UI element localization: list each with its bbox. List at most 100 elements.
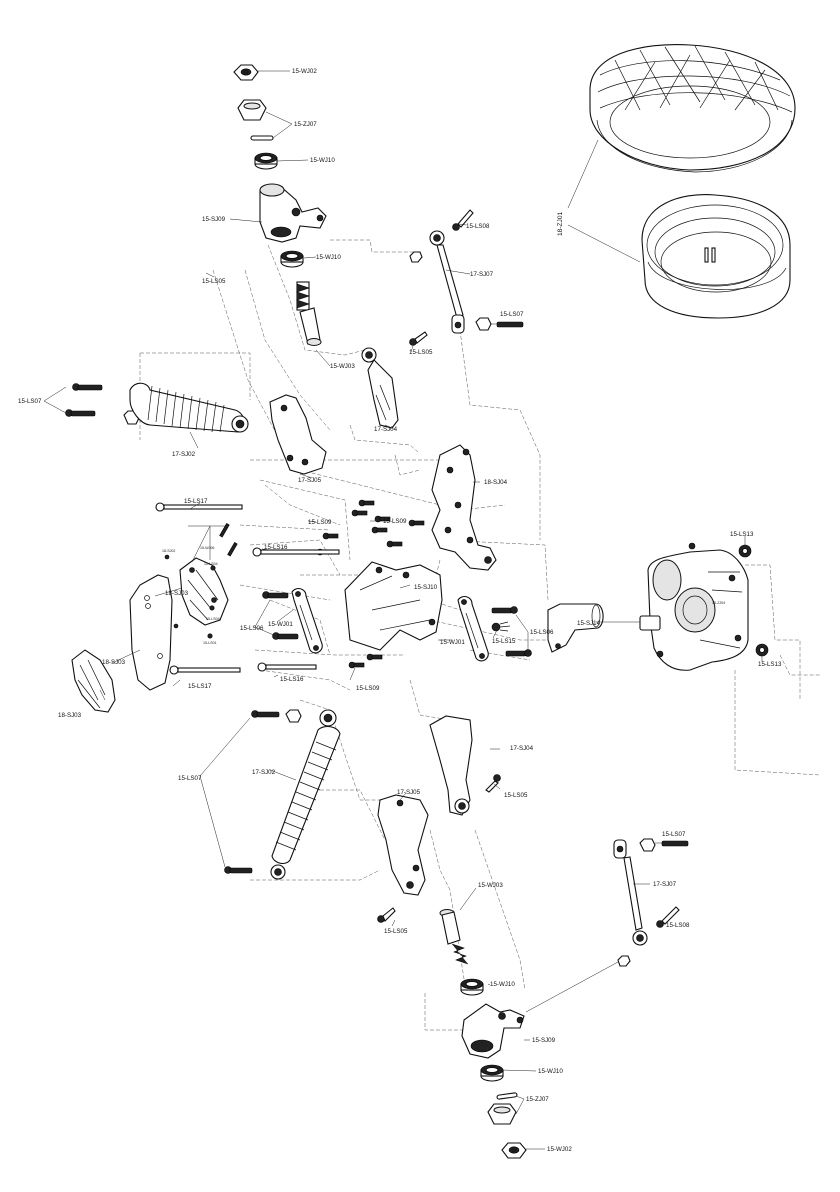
label-15ls15: 15-LS15 [492, 638, 516, 645]
label-15wj02-bottom: 15-WJ02 [547, 1146, 572, 1153]
label-18sj03-bottom: 18-SJ03 [58, 712, 82, 719]
ls07-top-parts [475, 317, 524, 331]
label-15ls07-lower-left: 15-LS07 [178, 775, 202, 782]
top-screw-ls08 [452, 209, 474, 231]
label-15zj07-top: 15-ZJ07 [294, 121, 317, 128]
zj01-leader-b [567, 224, 641, 263]
top-nut-near-turnbuckle [409, 251, 423, 263]
ls08-bottom-screw [656, 906, 680, 928]
ls05-lower-right-screw [485, 774, 501, 793]
ls06-left-screws [262, 591, 299, 640]
bumper-18sj03 [71, 649, 116, 713]
lower-knuckle-hub [461, 1003, 525, 1059]
upper-shock-17sj02 [129, 382, 249, 433]
leader-lines [43, 70, 763, 1150]
lower-pin [496, 1092, 518, 1100]
inner-bracket-18sj03 [179, 557, 229, 626]
label-15wj10-bottom2: 15-WJ10 [538, 1068, 563, 1075]
tire [589, 44, 796, 173]
lower-arm-17sj04 [429, 715, 473, 816]
long-pin-ls17-top [155, 502, 243, 512]
label-small-1: 15-LS04 [204, 562, 218, 566]
label-15ls05-bottom: 15-LS05 [384, 928, 408, 935]
label-15wj01-left: 15-WJ01 [268, 621, 293, 628]
zj01-leader-a [567, 139, 599, 209]
label-15wj03-bottom: 15-WJ03 [478, 882, 503, 889]
label-15sj09-top: 15-SJ09 [202, 216, 226, 223]
label-15ls13-bottom: 15-LS13 [758, 661, 782, 668]
label-18zj01: 18-ZJ01 [557, 211, 564, 236]
label-15ls06-right: 15-LS06 [530, 629, 554, 636]
long-pin-ls16-top [252, 547, 340, 557]
label-15ls05-bottom-right: 15-LS05 [504, 792, 528, 799]
label-15sj09-bottom: 15-SJ09 [532, 1037, 556, 1044]
ls07-bottom-right-parts [639, 838, 689, 852]
label-17sj07-top: 17-SJ07 [470, 271, 494, 278]
label-15ls16-bottom: 15-LS16 [280, 676, 304, 683]
long-pin-ls16-bottom [257, 662, 317, 672]
top-hex-adapter [237, 99, 267, 121]
label-17sj04-bottom: 17-SJ04 [510, 745, 534, 752]
turnbuckle-top [429, 230, 465, 334]
top-knuckle-hub [259, 183, 327, 243]
top-lower-bearing [280, 250, 304, 268]
label-15ls07-top: 15-LS07 [500, 311, 524, 318]
label-15ls05-left: 15-LS05 [202, 278, 226, 285]
label-18sj02-small: 18-SJ02 [162, 549, 175, 553]
label-18sj03-lower: 18-SJ03 [102, 659, 126, 666]
label-small-3: 15-LS01 [203, 641, 217, 645]
label-15ls09-bottom: 15-LS09 [356, 685, 380, 692]
tower-18sj04 [431, 444, 497, 571]
label-15zj07-bottom: 15-ZJ07 [526, 1096, 549, 1103]
label-15wj10-top2: 15-WJ10 [316, 254, 341, 261]
lower-axle-spring [439, 909, 469, 965]
label-17sj02-bottom: 17-SJ02 [252, 769, 276, 776]
upper-mount-17sj05 [269, 394, 327, 475]
ls13-top-nut [738, 544, 752, 558]
label-17sj02-top: 17-SJ02 [172, 451, 196, 458]
ls09-bottom-screws [348, 653, 383, 669]
part-labels: 15-WJ02 15-ZJ07 15-WJ10 15-SJ09 15-WJ10 … [18, 68, 782, 1153]
lower-shock-17sj02 [270, 709, 341, 880]
lower-bearing-2 [480, 1064, 504, 1082]
assembly-guide-lines [139, 239, 821, 1031]
lower-wheel-nut [501, 1142, 527, 1159]
central-block-15sj10 [344, 561, 443, 651]
label-15ls13-top: 15-LS13 [730, 531, 754, 538]
ls13-bottom-nut [755, 643, 769, 657]
lower-hex-adapter [487, 1103, 517, 1125]
label-15wj03-top: 15-WJ03 [330, 363, 355, 370]
label-15ls16-top: 15-LS16 [264, 544, 288, 551]
label-15wj01-right: 15-WJ01 [440, 639, 465, 646]
gearbox [639, 542, 749, 671]
top-axle-spring [296, 281, 322, 346]
label-15wj06-small: 15-WJ06 [200, 546, 214, 550]
label-15sj10: 15-SJ10 [414, 584, 438, 591]
label-small-2: 15-LS04 [206, 617, 220, 621]
right-link-15wj01 [457, 595, 489, 662]
label-15ls07-bottom-right: 15-LS07 [662, 831, 686, 838]
bearing-holder-15sj14 [547, 603, 604, 653]
label-18sj03-mid: 18-SJ03 [165, 590, 189, 597]
lower-bearing [460, 978, 484, 996]
long-pin-ls17-bottom [169, 665, 241, 675]
label-15zj04: 15-ZJ04 [712, 601, 725, 605]
ls15-screw [491, 621, 511, 632]
label-15ls17-bottom: 15-LS17 [188, 683, 212, 690]
wheel-rim [641, 194, 791, 319]
label-15ls09-mid: 15-LS09 [383, 518, 407, 525]
turnbuckle-bottom [613, 839, 648, 946]
label-15wj10-bottom: 15-WJ10 [490, 981, 515, 988]
label-18sj04: 18-SJ04 [484, 479, 508, 486]
lower-mount-17sj05 [377, 794, 429, 896]
label-15ls17-top: 15-LS17 [184, 498, 208, 505]
label-15ls07-left: 15-LS07 [18, 398, 42, 405]
small-nut-bottom [617, 955, 631, 967]
ls06-right-screws [491, 606, 532, 657]
ls07-lower-left-parts [224, 709, 302, 874]
label-15ls08-top: 15-LS08 [466, 223, 490, 230]
label-17sj05-top: 17-SJ05 [298, 477, 322, 484]
label-17sj04-top: 17-SJ04 [374, 426, 398, 433]
